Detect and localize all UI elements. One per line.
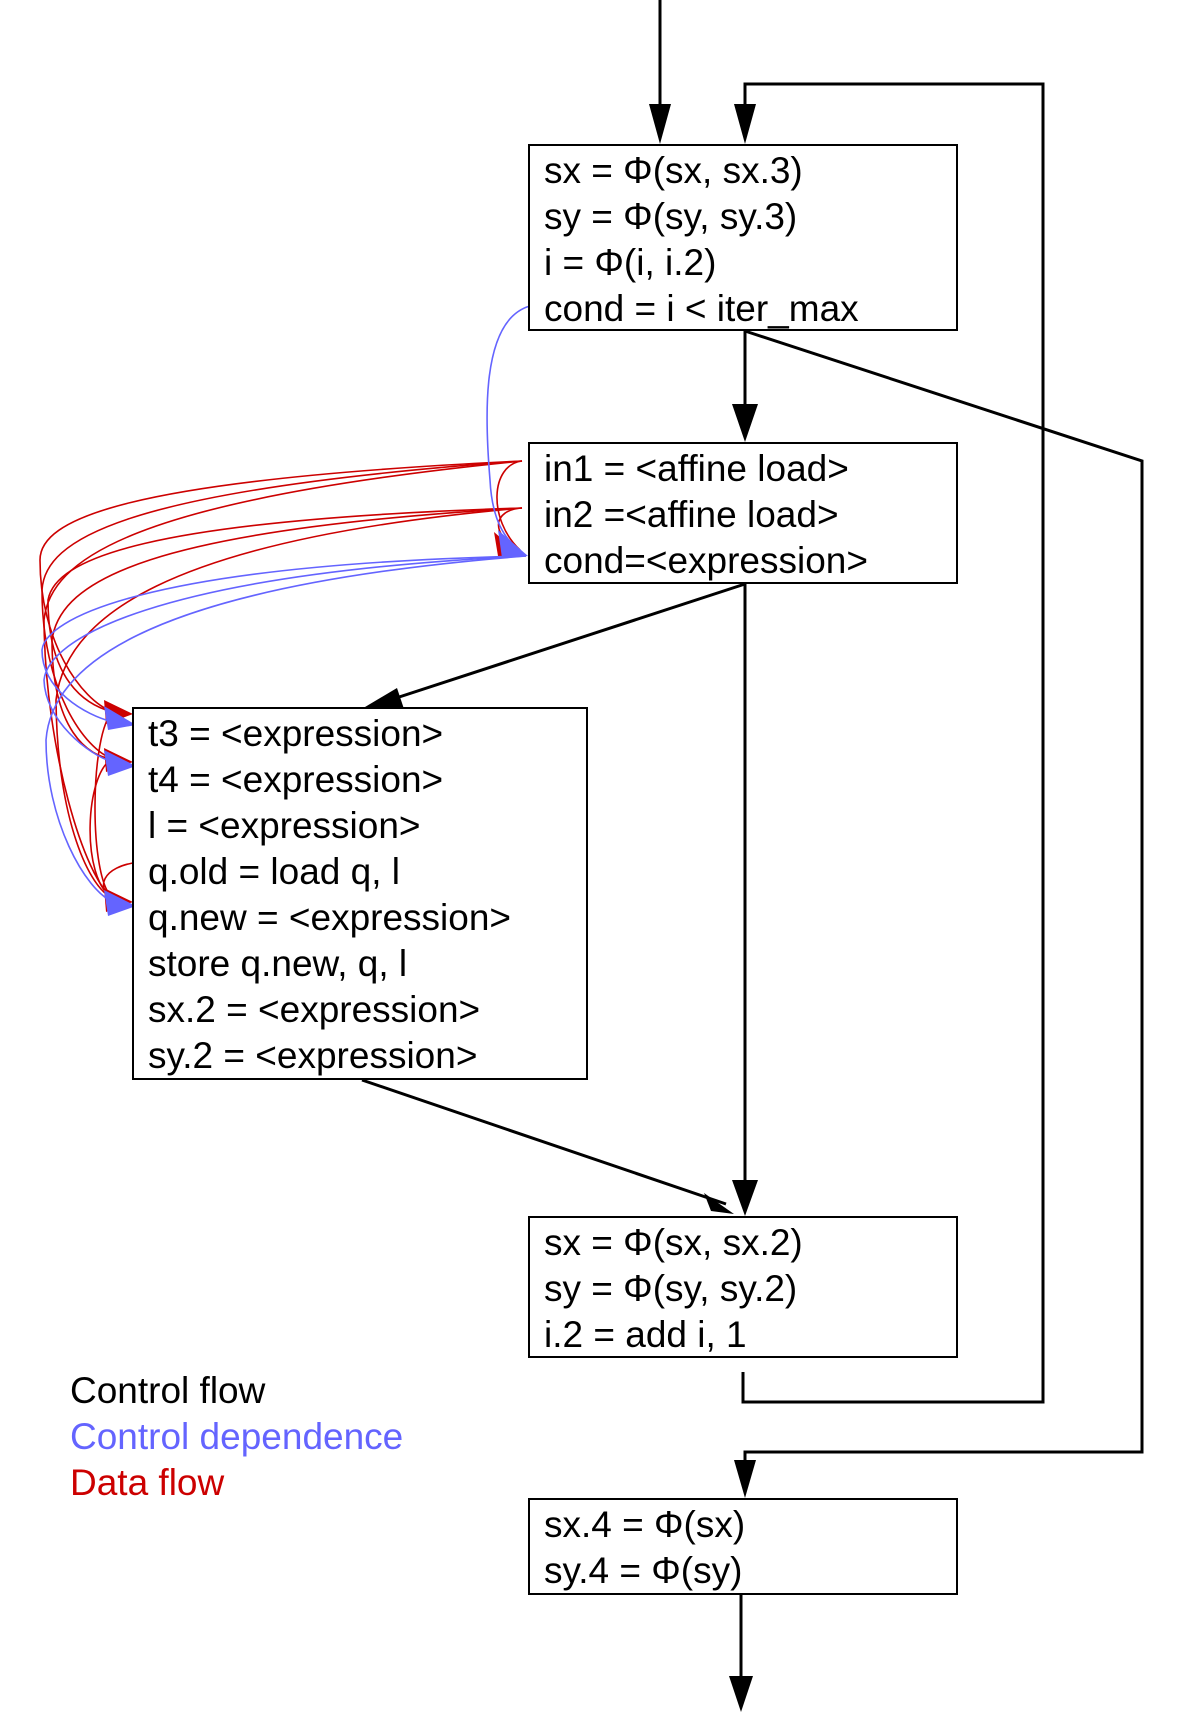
- data-flow-edge: [496, 460, 523, 551]
- code-line: sy = Φ(sy, sy.3): [544, 196, 798, 237]
- code-line: i = Φ(i, i.2): [544, 242, 717, 283]
- control-flow-body-to-latch: [361, 1078, 727, 1206]
- data-flow-edge: [47, 507, 523, 713]
- cond-block: in1 = <affine load> in2 =<affine load> c…: [528, 442, 958, 584]
- data-flow-edge: [55, 507, 523, 899]
- data-flow-edge: [94, 711, 114, 899]
- code-line: sy.4 = Φ(sy): [544, 1550, 743, 1591]
- code-line: l = <expression>: [148, 805, 421, 846]
- arrowhead-body: [365, 688, 404, 709]
- data-flow-edge: [39, 460, 523, 713]
- control-dependence-edge: [45, 555, 527, 903]
- control-dependence-edge: [43, 555, 527, 763]
- header-block: sx = Φ(sx, sx.3) sy = Φ(sy, sy.3) i = Φ(…: [528, 144, 958, 331]
- exit-block: sx.4 = Φ(sx) sy.4 = Φ(sy): [528, 1498, 958, 1595]
- code-line: t4 = <expression>: [148, 759, 444, 800]
- code-line: sx.2 = <expression>: [148, 989, 481, 1030]
- arrowhead-backedge: [734, 104, 756, 144]
- code-line: sy = Φ(sy, sy.2): [544, 1268, 798, 1309]
- code-line: sx.4 = Φ(sx): [544, 1504, 746, 1545]
- control-dependence-arrowhead: [498, 530, 528, 558]
- data-flow-edge: [89, 758, 114, 899]
- data-flow-edge: [51, 507, 523, 760]
- legend-control-flow: Control flow: [70, 1370, 266, 1411]
- code-line: sy.2 = <expression>: [148, 1035, 478, 1076]
- latch-block: sx = Φ(sx, sx.2) sy = Φ(sy, sy.2) i.2 = …: [528, 1216, 958, 1358]
- code-line: sx = Φ(sx, sx.2): [544, 1222, 803, 1263]
- arrowhead-exit: [734, 1460, 756, 1498]
- control-dependence-arrowhead: [104, 750, 136, 776]
- code-line: sx = Φ(sx, sx.3): [544, 150, 803, 191]
- code-line: in2 =<affine load>: [544, 494, 839, 535]
- arrowhead-cond: [732, 404, 758, 442]
- legend-control-dependence: Control dependence: [70, 1416, 404, 1457]
- code-line: store q.new, q, l: [148, 943, 408, 984]
- arrowhead-entry: [649, 104, 671, 144]
- legend-data-flow: Data flow: [70, 1462, 225, 1503]
- control-flow-backedge: [741, 82, 1045, 1404]
- arrowhead-latch-from-body: [704, 1193, 734, 1214]
- code-line: i.2 = add i, 1: [544, 1314, 747, 1355]
- code-line: t3 = <expression>: [148, 713, 444, 754]
- arrowhead-latch: [732, 1180, 758, 1216]
- body-block: t3 = <expression> t4 = <expression> l = …: [132, 707, 588, 1080]
- data-flow-edge: [41, 460, 523, 760]
- code-line: cond=<expression>: [544, 540, 868, 581]
- control-dependence-edge: [41, 555, 527, 723]
- code-line: q.new = <expression>: [148, 897, 512, 938]
- control-dependence-edge: [486, 305, 531, 551]
- data-flow-edge: [43, 460, 523, 899]
- control-dependence-arrowhead: [104, 706, 136, 730]
- code-line: q.old = load q, l: [148, 851, 400, 892]
- control-dependence-arrowhead: [104, 890, 136, 916]
- code-line: cond = i < iter_max: [544, 288, 859, 329]
- arrowhead-out: [729, 1676, 753, 1712]
- code-line: in1 = <affine load>: [544, 448, 849, 489]
- control-flow-cond-to-body: [389, 582, 746, 702]
